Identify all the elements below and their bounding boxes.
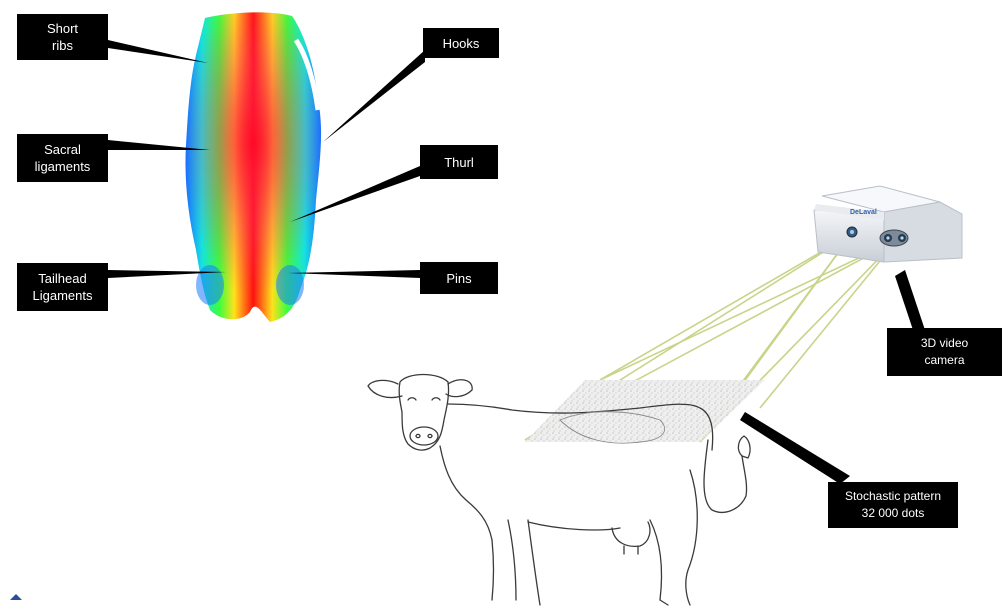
label-tailhead-ligaments-line2: Ligaments [33,287,93,304]
label-stochastic-pattern: Stochastic pattern 32 000 dots [828,482,958,528]
label-tailhead-ligaments-line1: Tailhead [38,270,86,287]
label-pattern-line1: Stochastic pattern [845,488,941,505]
label-sacral-ligaments: Sacral ligaments [17,134,108,182]
label-sacral-ligaments-line1: Sacral [44,141,81,158]
label-tailhead-ligaments: Tailhead Ligaments [17,263,108,311]
label-short-ribs-line1: Short [47,20,78,37]
label-hooks-text: Hooks [443,35,480,52]
label-short-ribs: Short ribs [17,14,108,60]
label-sacral-ligaments-line2: ligaments [35,158,91,175]
label-pattern-line2: 32 000 dots [862,505,925,522]
label-camera-line2: camera [924,352,964,369]
label-thurl-text: Thurl [444,154,474,171]
label-short-ribs-line2: ribs [52,37,73,54]
back-surface-heatmap [185,12,321,322]
3d-video-camera [814,186,962,262]
label-camera-line1: 3D video [921,335,968,352]
camera-brand-logo: DeLaval [850,209,877,216]
label-pins-text: Pins [446,270,471,287]
corner-marker [10,594,22,600]
stochastic-pattern-area [525,380,765,442]
label-thurl: Thurl [420,145,498,179]
label-pins: Pins [420,262,498,294]
label-3d-video-camera: 3D video camera [887,328,1002,376]
label-hooks: Hooks [423,28,499,58]
